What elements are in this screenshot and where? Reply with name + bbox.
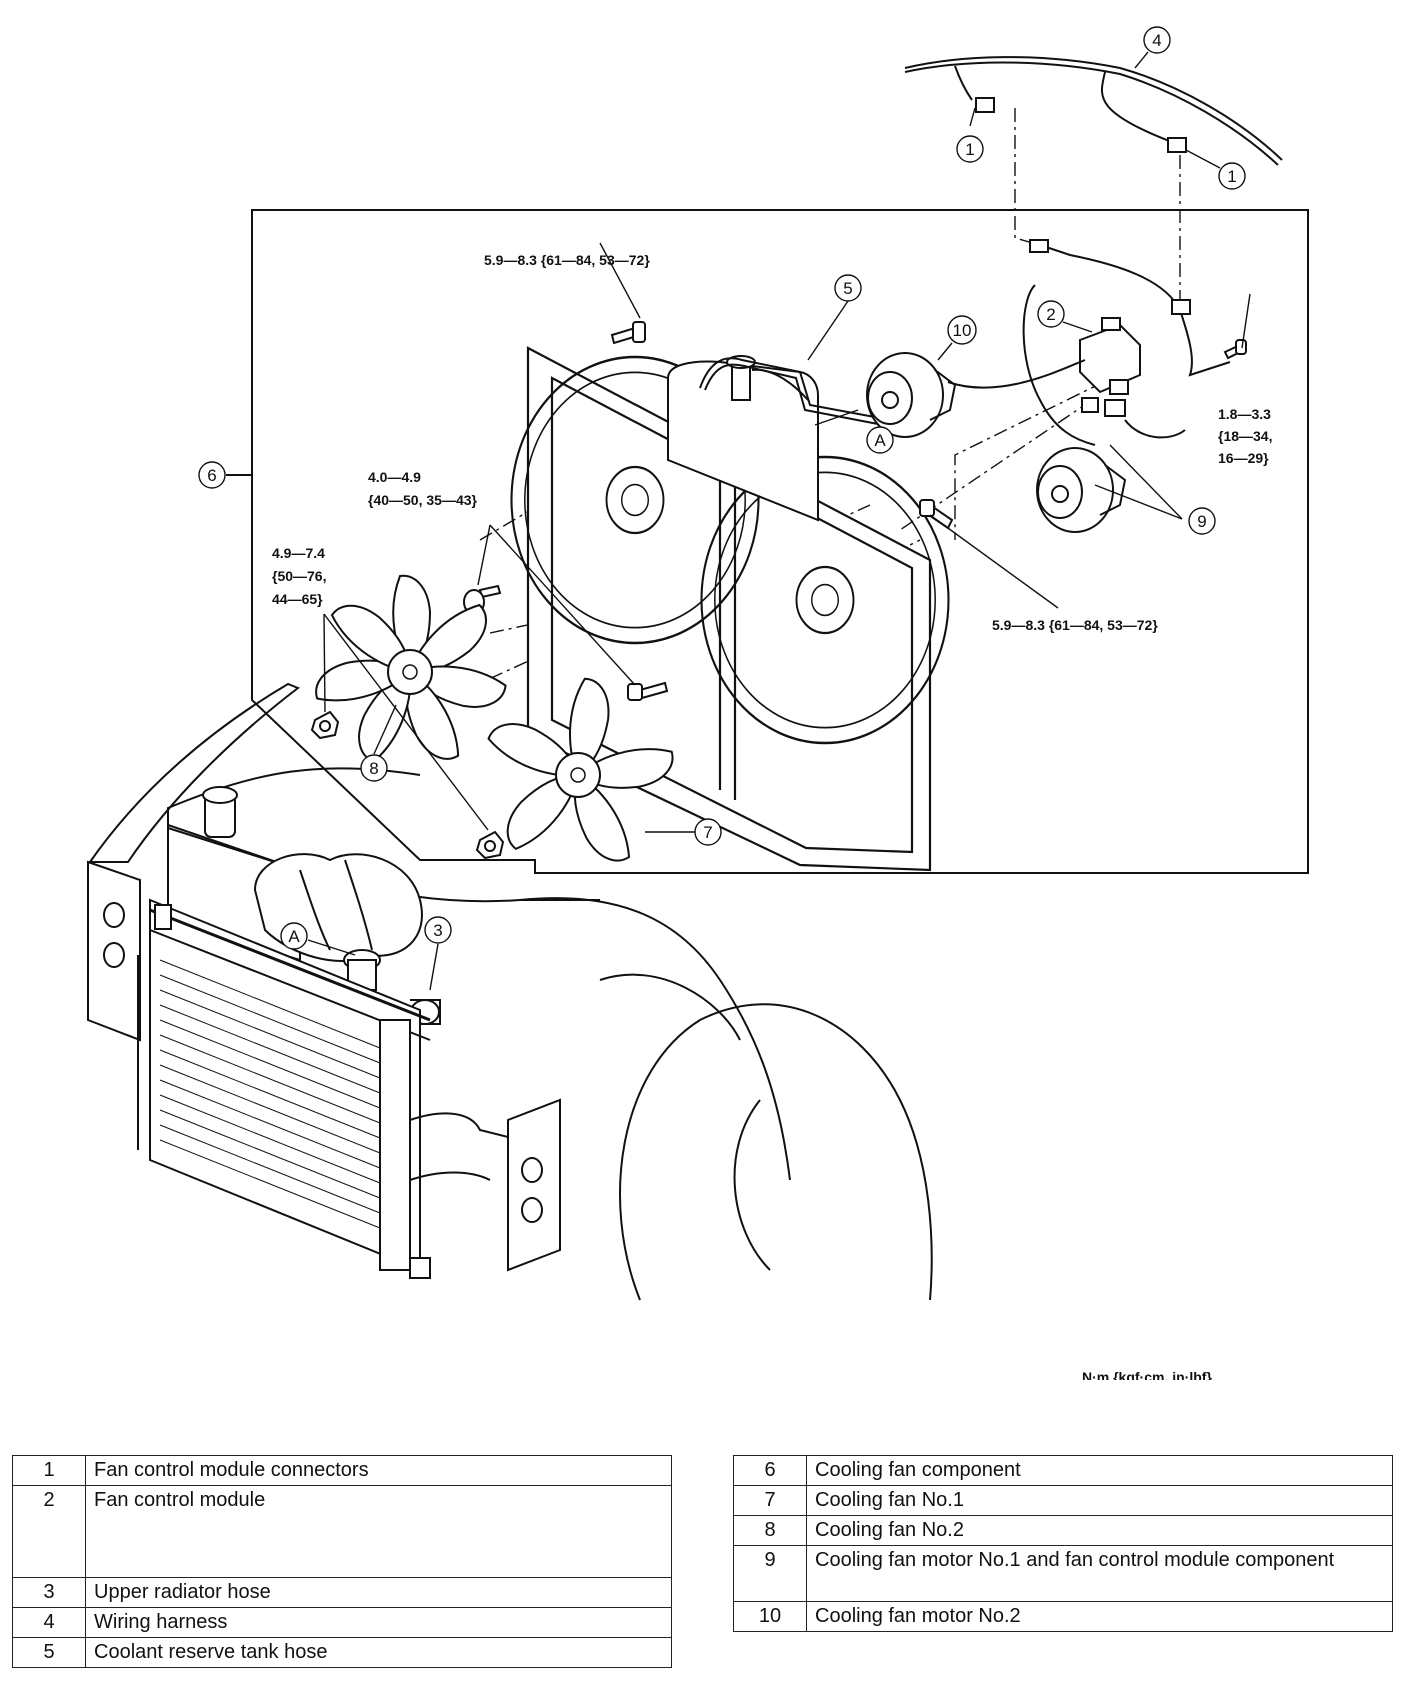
legend-num: 1: [12, 1455, 86, 1486]
svg-text:1: 1: [965, 140, 974, 159]
torque-units: N·m {kgf·cm, in·lbf}: [1082, 1369, 1212, 1380]
legend-text: Cooling fan motor No.1 and fan control m…: [806, 1545, 1393, 1602]
legend-num: 4: [12, 1607, 86, 1638]
svg-text:4.9—7.4: 4.9—7.4: [272, 545, 325, 561]
svg-text:3: 3: [433, 921, 442, 940]
legend-table-right: 6 Cooling fan component 7 Cooling fan No…: [733, 1455, 1393, 1632]
legend-num: 5: [12, 1637, 86, 1668]
callout-8: 8: [360, 754, 388, 782]
legend-num: 8: [733, 1515, 807, 1546]
svg-text:4.0—4.9: 4.0—4.9: [368, 469, 421, 485]
svg-text:1.8—3.3: 1.8—3.3: [1218, 406, 1271, 422]
torque-lower-bolt: 5.9—8.3 {61—84, 53—72}: [992, 617, 1158, 633]
legend-num: 3: [12, 1577, 86, 1608]
legend-text: Cooling fan No.2: [806, 1515, 1393, 1546]
bumper-mount: [507, 1098, 561, 1272]
callout-3: 3: [424, 916, 452, 944]
callout-10: 10: [947, 315, 977, 345]
legend-num: 7: [733, 1485, 807, 1516]
svg-text:4: 4: [1152, 31, 1161, 50]
callout-1-left: 1: [956, 135, 984, 163]
fan-shroud: [510, 346, 950, 872]
callout-6: 6: [198, 461, 226, 489]
callout-2: 2: [1037, 300, 1065, 328]
legend-text: Coolant reserve tank hose: [85, 1637, 672, 1668]
bolts: [310, 321, 1247, 860]
torque-motor-nut: 4.0—4.9 {40—50, 35—43}: [368, 469, 478, 508]
callout-7: 7: [694, 818, 722, 846]
svg-text:A: A: [288, 927, 300, 946]
coolant-reserve-tank-hose: [699, 357, 881, 425]
legend-num: 10: [733, 1601, 807, 1632]
legend-num: 9: [733, 1545, 807, 1602]
cooling-fan-motor-no1: [1036, 447, 1127, 533]
legend-row: 9 Cooling fan motor No.1 and fan control…: [733, 1545, 1393, 1602]
legend-text: Cooling fan motor No.2: [806, 1601, 1393, 1632]
legend-row: 6 Cooling fan component: [733, 1455, 1393, 1486]
svg-text:A: A: [874, 431, 886, 450]
legend-row: 5 Coolant reserve tank hose: [12, 1637, 672, 1668]
tire: [619, 1003, 933, 1301]
torque-top-bolt: 5.9—8.3 {61—84, 53—72}: [484, 252, 650, 268]
svg-text:10: 10: [953, 321, 972, 340]
svg-text:6: 6: [207, 466, 216, 485]
legend-row: 7 Cooling fan No.1: [733, 1485, 1393, 1516]
legend-num: 2: [12, 1485, 86, 1578]
legend-text: Cooling fan No.1: [806, 1485, 1393, 1516]
svg-text:7: 7: [703, 823, 712, 842]
svg-text:{18—34,: {18—34,: [1218, 428, 1272, 444]
torque-fan-nut: 4.9—7.4 {50—76, 44—65}: [272, 545, 326, 607]
svg-text:8: 8: [369, 759, 378, 778]
module-wiring: [947, 239, 1231, 446]
legend-row: 3 Upper radiator hose: [12, 1577, 672, 1608]
callout-a-upper: A: [866, 426, 894, 454]
callout-4: 4: [1143, 26, 1171, 54]
legend-text: Fan control module connectors: [85, 1455, 672, 1486]
wiring-harness: [904, 56, 1283, 166]
callout-1-right: 1: [1218, 162, 1246, 190]
svg-text:2: 2: [1046, 305, 1055, 324]
callout-9: 9: [1188, 507, 1216, 535]
callout-a-lower: A: [280, 922, 308, 950]
legend-table-left: 1 Fan control module connectors 2 Fan co…: [12, 1455, 672, 1668]
svg-text:{50—76,: {50—76,: [272, 568, 326, 584]
fan-control-module: [1079, 317, 1141, 417]
cooling-fan-no2: [310, 574, 509, 770]
svg-text:5: 5: [843, 279, 852, 298]
callout-5: 5: [834, 274, 862, 302]
svg-text:9: 9: [1197, 512, 1206, 531]
legend-text: Fan control module: [85, 1485, 672, 1578]
cooling-fan-no1: [484, 676, 678, 872]
cooling-fan-component-box: [226, 209, 1309, 874]
legend-row: 8 Cooling fan No.2: [733, 1515, 1393, 1546]
legend-text: Wiring harness: [85, 1607, 672, 1638]
legend-text: Cooling fan component: [806, 1455, 1393, 1486]
radiator-condenser: [87, 860, 521, 1279]
legend-row: 1 Fan control module connectors: [12, 1455, 672, 1486]
svg-text:44—65}: 44—65}: [272, 591, 323, 607]
legend-num: 6: [733, 1455, 807, 1486]
cooling-fan-motor-no2: [866, 352, 957, 438]
legend-text: Upper radiator hose: [85, 1577, 672, 1608]
legend-row: 10 Cooling fan motor No.2: [733, 1601, 1393, 1632]
torque-right-bolt: 1.8—3.3 {18—34, 16—29}: [1218, 406, 1272, 466]
legend-row: 4 Wiring harness: [12, 1607, 672, 1638]
exploded-view-diagram: 4 1 1 5 10 2 6 A 9 8 7 3: [87, 26, 1309, 1380]
svg-text:{40—50, 35—43}: {40—50, 35—43}: [368, 492, 478, 508]
svg-text:16—29}: 16—29}: [1218, 450, 1269, 466]
legend-row: 2 Fan control module: [12, 1485, 672, 1578]
svg-text:1: 1: [1227, 167, 1236, 186]
callout-leaders: [307, 51, 1251, 991]
